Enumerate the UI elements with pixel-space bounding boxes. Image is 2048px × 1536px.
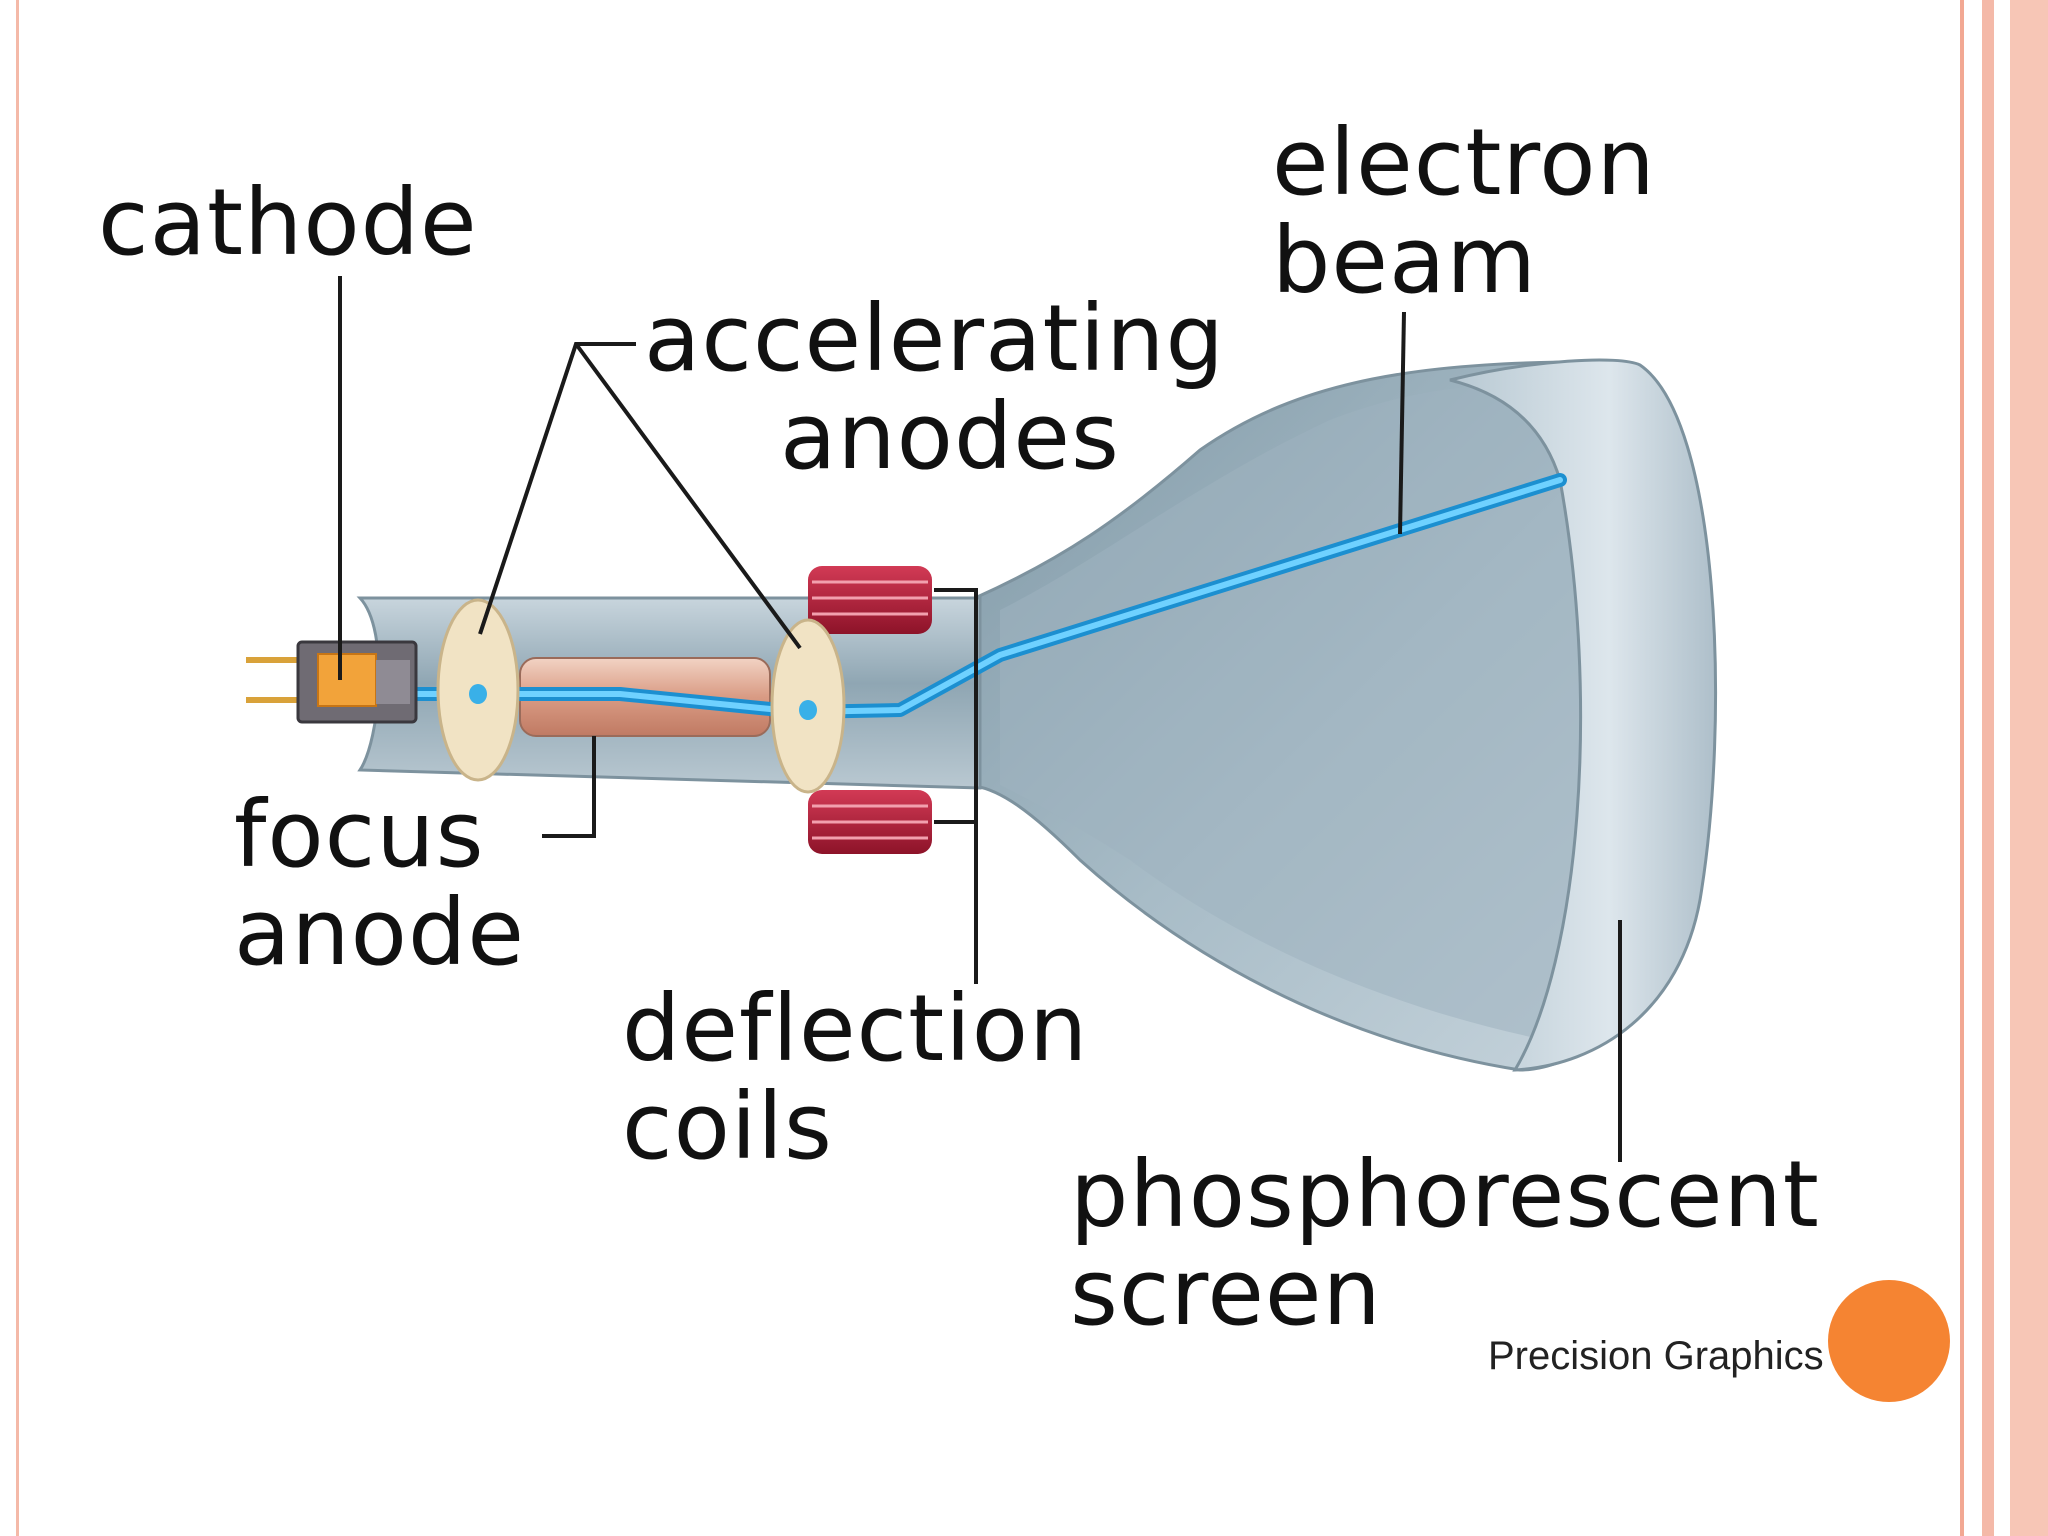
leader-deflection-coils — [934, 588, 978, 984]
deflection-coil-bottom — [808, 790, 932, 854]
credit-text: Precision Graphics — [1488, 1334, 1824, 1378]
label-focus-anode: focus anode — [234, 786, 525, 982]
label-phosphorescent-line1: phosphorescent — [1070, 1141, 1820, 1248]
deflection-coil-top — [808, 566, 932, 634]
label-cathode-text: cathode — [98, 169, 478, 276]
electron-beam-highlight — [387, 477, 1563, 715]
label-deflection-coils: deflection coils — [622, 980, 1088, 1176]
label-phosphorescent-screen: phosphorescent screen — [1070, 1146, 1820, 1342]
label-phosphorescent-line2: screen — [1070, 1239, 1382, 1346]
frame-left-line — [16, 0, 19, 1536]
label-electron-line1: electron — [1272, 109, 1656, 216]
leader-electron-beam — [1398, 311, 1406, 535]
label-accelerating-line2: anodes — [780, 383, 1120, 490]
label-accelerating-anodes: accelerating anodes — [644, 290, 1225, 486]
accent-dot — [1828, 1280, 1950, 1402]
frame-right-line-2 — [1982, 0, 1994, 1536]
phosphorescent-screen-face — [1449, 358, 1718, 1072]
leader-focus-anode — [542, 736, 596, 838]
frame-right-line-3 — [2010, 0, 2048, 1536]
label-electron-line2: beam — [1272, 207, 1537, 314]
leader-accelerating-anodes — [478, 342, 636, 635]
leader-accelerating-anodes-2 — [574, 342, 802, 650]
label-electron-beam: electron beam — [1272, 114, 1656, 310]
accelerating-anode-hole-1 — [469, 684, 487, 704]
accelerating-anode-hole-2 — [799, 700, 817, 720]
label-cathode: cathode — [98, 174, 478, 272]
leader-lines — [338, 276, 1622, 1162]
tube-bell-interior — [1000, 385, 1589, 1040]
label-deflection-line1: deflection — [622, 975, 1089, 1082]
cathode-assembly — [246, 640, 418, 724]
label-deflection-line2: coils — [622, 1073, 833, 1180]
label-accelerating-line1: accelerating — [644, 285, 1225, 392]
frame-right-line-1 — [1960, 0, 1964, 1536]
label-focus-line1: focus — [234, 781, 485, 888]
label-focus-line2: anode — [234, 879, 525, 986]
